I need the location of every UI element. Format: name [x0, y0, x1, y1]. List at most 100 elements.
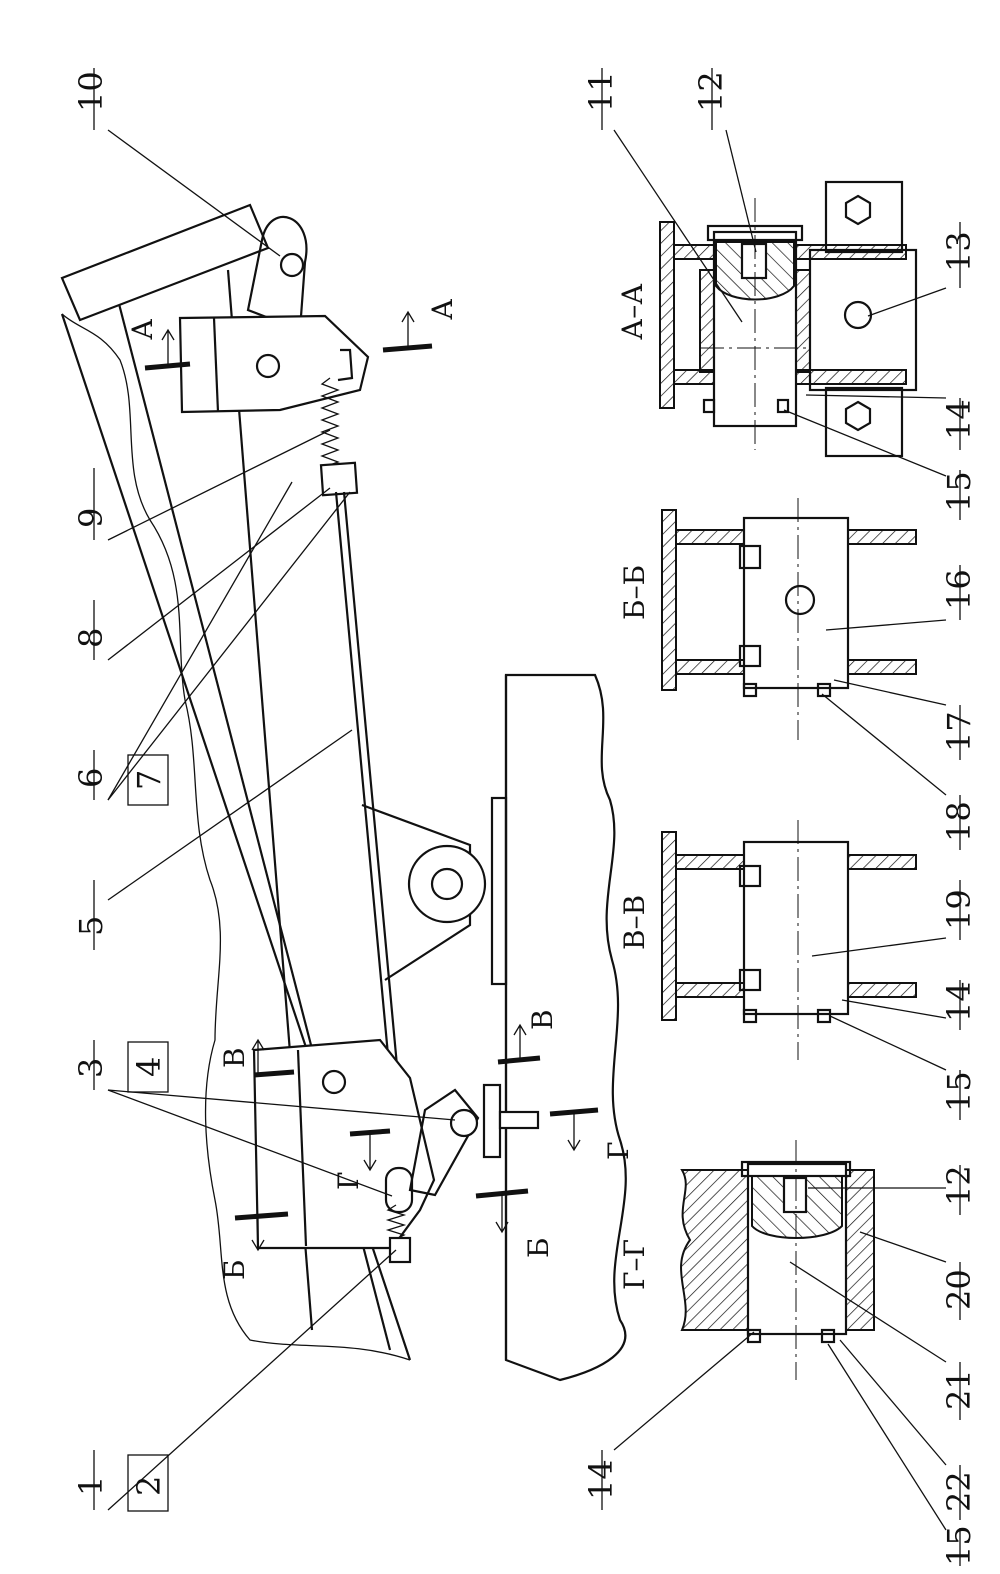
upper-bracket-hole	[255, 353, 281, 379]
main-assembly-view: А А В В Б Б Г Г	[60, 203, 635, 1382]
callout-6: 6	[72, 768, 110, 788]
aa-top-nut-icon	[844, 194, 872, 226]
plunger-head	[482, 1083, 502, 1159]
pivot-hole	[430, 867, 464, 901]
box-7	[127, 754, 169, 806]
leader-9	[107, 429, 331, 541]
aa-bottom-flange	[824, 386, 904, 458]
callout-10: 10	[72, 71, 110, 112]
aa-top-flange	[824, 180, 904, 254]
leader-17	[833, 679, 947, 706]
leader-3b	[107, 1089, 456, 1121]
lower-bracket-hole	[321, 1069, 347, 1095]
aa-block-hole	[843, 300, 873, 330]
cut-mark-g-right: Г	[602, 1141, 635, 1160]
bb-bush-top	[738, 544, 762, 570]
rail-outline	[504, 673, 627, 1382]
callout-16: 16	[940, 569, 978, 610]
leader-8	[107, 487, 331, 661]
leader-15c	[827, 1343, 947, 1531]
arrow-g-right	[567, 1112, 581, 1152]
section-label-bb: Б–Б	[618, 565, 651, 620]
leader-14b	[841, 999, 947, 1019]
callout-5: 5	[72, 916, 110, 936]
vv-bush-top	[738, 864, 762, 888]
callout-4: 4	[130, 1057, 168, 1077]
callout-20: 20	[940, 1269, 978, 1310]
arrow-a-left	[161, 328, 175, 366]
bb-cotter-left	[742, 682, 758, 698]
callout-17: 17	[940, 711, 978, 752]
leader-16	[825, 619, 947, 631]
callout-21: 21	[940, 1369, 978, 1410]
leader-1	[107, 1249, 397, 1511]
aa-right-sleeve	[795, 269, 811, 373]
callout-15-top: 15	[940, 471, 978, 512]
bb-base-plate	[661, 509, 677, 691]
leader-11	[613, 129, 743, 323]
arrow-b-right	[495, 1194, 509, 1234]
callout-14-bottom: 14	[582, 1459, 620, 1500]
arrow-a-right	[401, 310, 415, 350]
lower-nut	[388, 1236, 412, 1264]
section-label-gg: Г–Г	[618, 1239, 651, 1290]
leader-14c	[613, 1331, 755, 1451]
arrow-g-left	[363, 1132, 377, 1172]
leader-14a	[805, 394, 947, 399]
cut-mark-v-right: В	[526, 1009, 559, 1030]
callout-7: 7	[130, 770, 168, 790]
roller-pin	[279, 252, 305, 278]
upper-spring	[320, 377, 340, 479]
bb-pin	[742, 516, 850, 690]
upper-nut	[319, 461, 359, 497]
section-label-vv: В–В	[618, 895, 651, 950]
section-a-a: А–А	[616, 180, 918, 458]
lever-pin	[449, 1108, 479, 1138]
aa-bolt	[740, 242, 768, 280]
leader-15b	[829, 1015, 947, 1071]
cut-v-right	[497, 1055, 541, 1065]
aa-cotter-left	[702, 398, 716, 414]
section-label-aa: А–А	[616, 284, 649, 340]
leader-19	[811, 937, 947, 957]
leader-15a	[783, 409, 947, 477]
callout-9: 9	[72, 508, 110, 528]
leader-6	[107, 491, 351, 801]
box-2	[127, 1454, 169, 1512]
pivot-boss	[407, 844, 487, 924]
bb-bush-bottom	[738, 644, 762, 668]
callout-2: 2	[130, 1476, 168, 1496]
aa-cotter-right	[776, 398, 790, 414]
bb-hole	[784, 584, 816, 616]
spring-hook	[337, 348, 354, 382]
leader-22	[839, 1339, 947, 1466]
callout-15-mid: 15	[940, 1071, 978, 1112]
callout-15-bottom: 15	[940, 1525, 978, 1566]
vv-cotter-left	[742, 1008, 758, 1024]
lever-link	[408, 1088, 480, 1197]
arrow-v-left	[251, 1038, 265, 1075]
callout-3: 3	[72, 1058, 110, 1078]
aa-base-plate	[659, 221, 675, 409]
pivot-base-plate	[490, 796, 508, 986]
arrow-v-right	[513, 1023, 527, 1060]
top-plate	[60, 203, 270, 322]
callout-19: 19	[940, 889, 978, 930]
leader-12a	[725, 129, 757, 253]
leader-10	[107, 129, 281, 257]
section-g-g: Г–Г	[618, 1140, 875, 1380]
callout-14-top: 14	[940, 399, 978, 440]
leader-3	[107, 1089, 393, 1197]
plunger-stem	[498, 1110, 540, 1130]
vv-pin	[742, 840, 850, 1016]
cut-mark-a-left: А	[126, 319, 159, 340]
vv-bush-bottom	[738, 968, 762, 992]
frame-break-outline	[61, 313, 411, 1361]
gg-cotter-left	[746, 1328, 762, 1344]
section-v-v: В–В	[618, 820, 917, 1060]
callout-12-top: 12	[692, 71, 730, 112]
vv-base-plate	[661, 831, 677, 1021]
cut-mark-b-left: Б	[218, 1259, 251, 1280]
roller-bracket	[246, 215, 308, 332]
